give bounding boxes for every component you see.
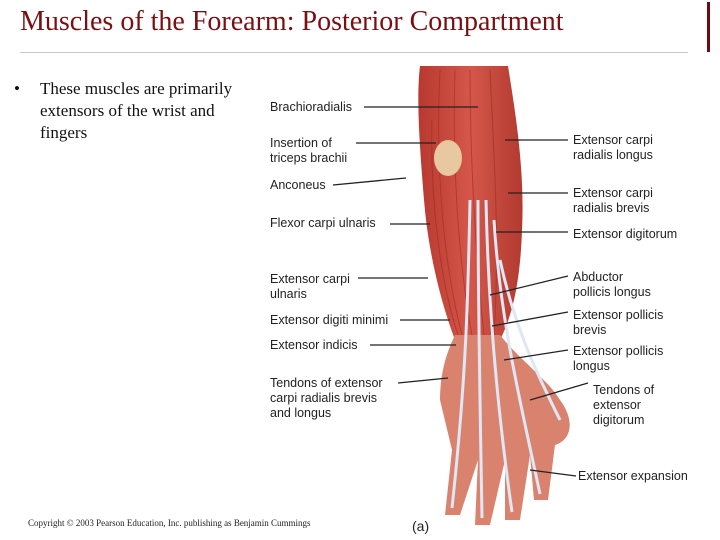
copyright-notice: Copyright © 2003 Pearson Education, Inc.… <box>28 518 311 528</box>
label-insertion-triceps-line1: Insertion of <box>270 136 332 150</box>
label-flexor-carpi-ulnaris: Flexor carpi ulnaris <box>270 216 376 230</box>
figure-label: (a) <box>412 518 430 534</box>
label-anconeus: Anconeus <box>270 178 326 192</box>
label-extensor-digitorum: Extensor digitorum <box>573 227 678 241</box>
label-epl-line1: Extensor pollicis <box>573 344 664 358</box>
right-leader-lines <box>489 139 589 477</box>
label-ecr-longus-line2: radialis longus <box>573 148 653 162</box>
bullet-point: • These muscles are primarily extensors … <box>14 78 254 144</box>
label-epb-line2: brevis <box>573 323 607 337</box>
label-ecr-longus-line1: Extensor carpi <box>573 133 653 147</box>
label-brachioradialis: Brachioradialis <box>270 100 352 114</box>
bullet-text: These muscles are primarily extensors of… <box>40 79 233 142</box>
label-extensor-carpi-ulnaris-line2: ulnaris <box>270 287 307 301</box>
label-extensor-digiti-minimi: Extensor digiti minimi <box>270 313 389 327</box>
title-divider <box>20 52 688 53</box>
label-epl-line2: longus <box>573 359 610 373</box>
label-extensor-expansion: Extensor expansion <box>578 469 688 483</box>
label-tendons-ed-line2: extensor <box>593 398 641 412</box>
label-tendons-ecr-line2: carpi radialis brevis <box>270 391 377 405</box>
slide-title: Muscles of the Forearm: Posterior Compar… <box>20 6 564 37</box>
label-abductor-pollicis-line2: pollicis longus <box>573 285 651 299</box>
label-tendons-ecr-line3: and longus <box>270 406 332 420</box>
bullet-icon: • <box>14 79 20 98</box>
elbow-olecranon <box>434 140 462 176</box>
label-extensor-indicis: Extensor indicis <box>270 338 358 352</box>
label-extensor-carpi-ulnaris-line1: Extensor carpi <box>270 272 350 286</box>
label-abductor-pollicis-line1: Abductor <box>573 270 624 284</box>
label-tendons-ecr-line1: Tendons of extensor <box>270 376 383 390</box>
label-ecr-brevis-line2: radialis brevis <box>573 201 650 215</box>
label-epb-line1: Extensor pollicis <box>573 308 664 322</box>
label-tendons-ed-line3: digitorum <box>593 413 645 427</box>
corner-accent-bar <box>707 2 710 52</box>
label-tendons-ed-line1: Tendons of <box>593 383 655 397</box>
left-leader-lines <box>332 106 478 384</box>
label-ecr-brevis-line1: Extensor carpi <box>573 186 653 200</box>
label-insertion-triceps-line2: triceps brachii <box>270 151 348 165</box>
